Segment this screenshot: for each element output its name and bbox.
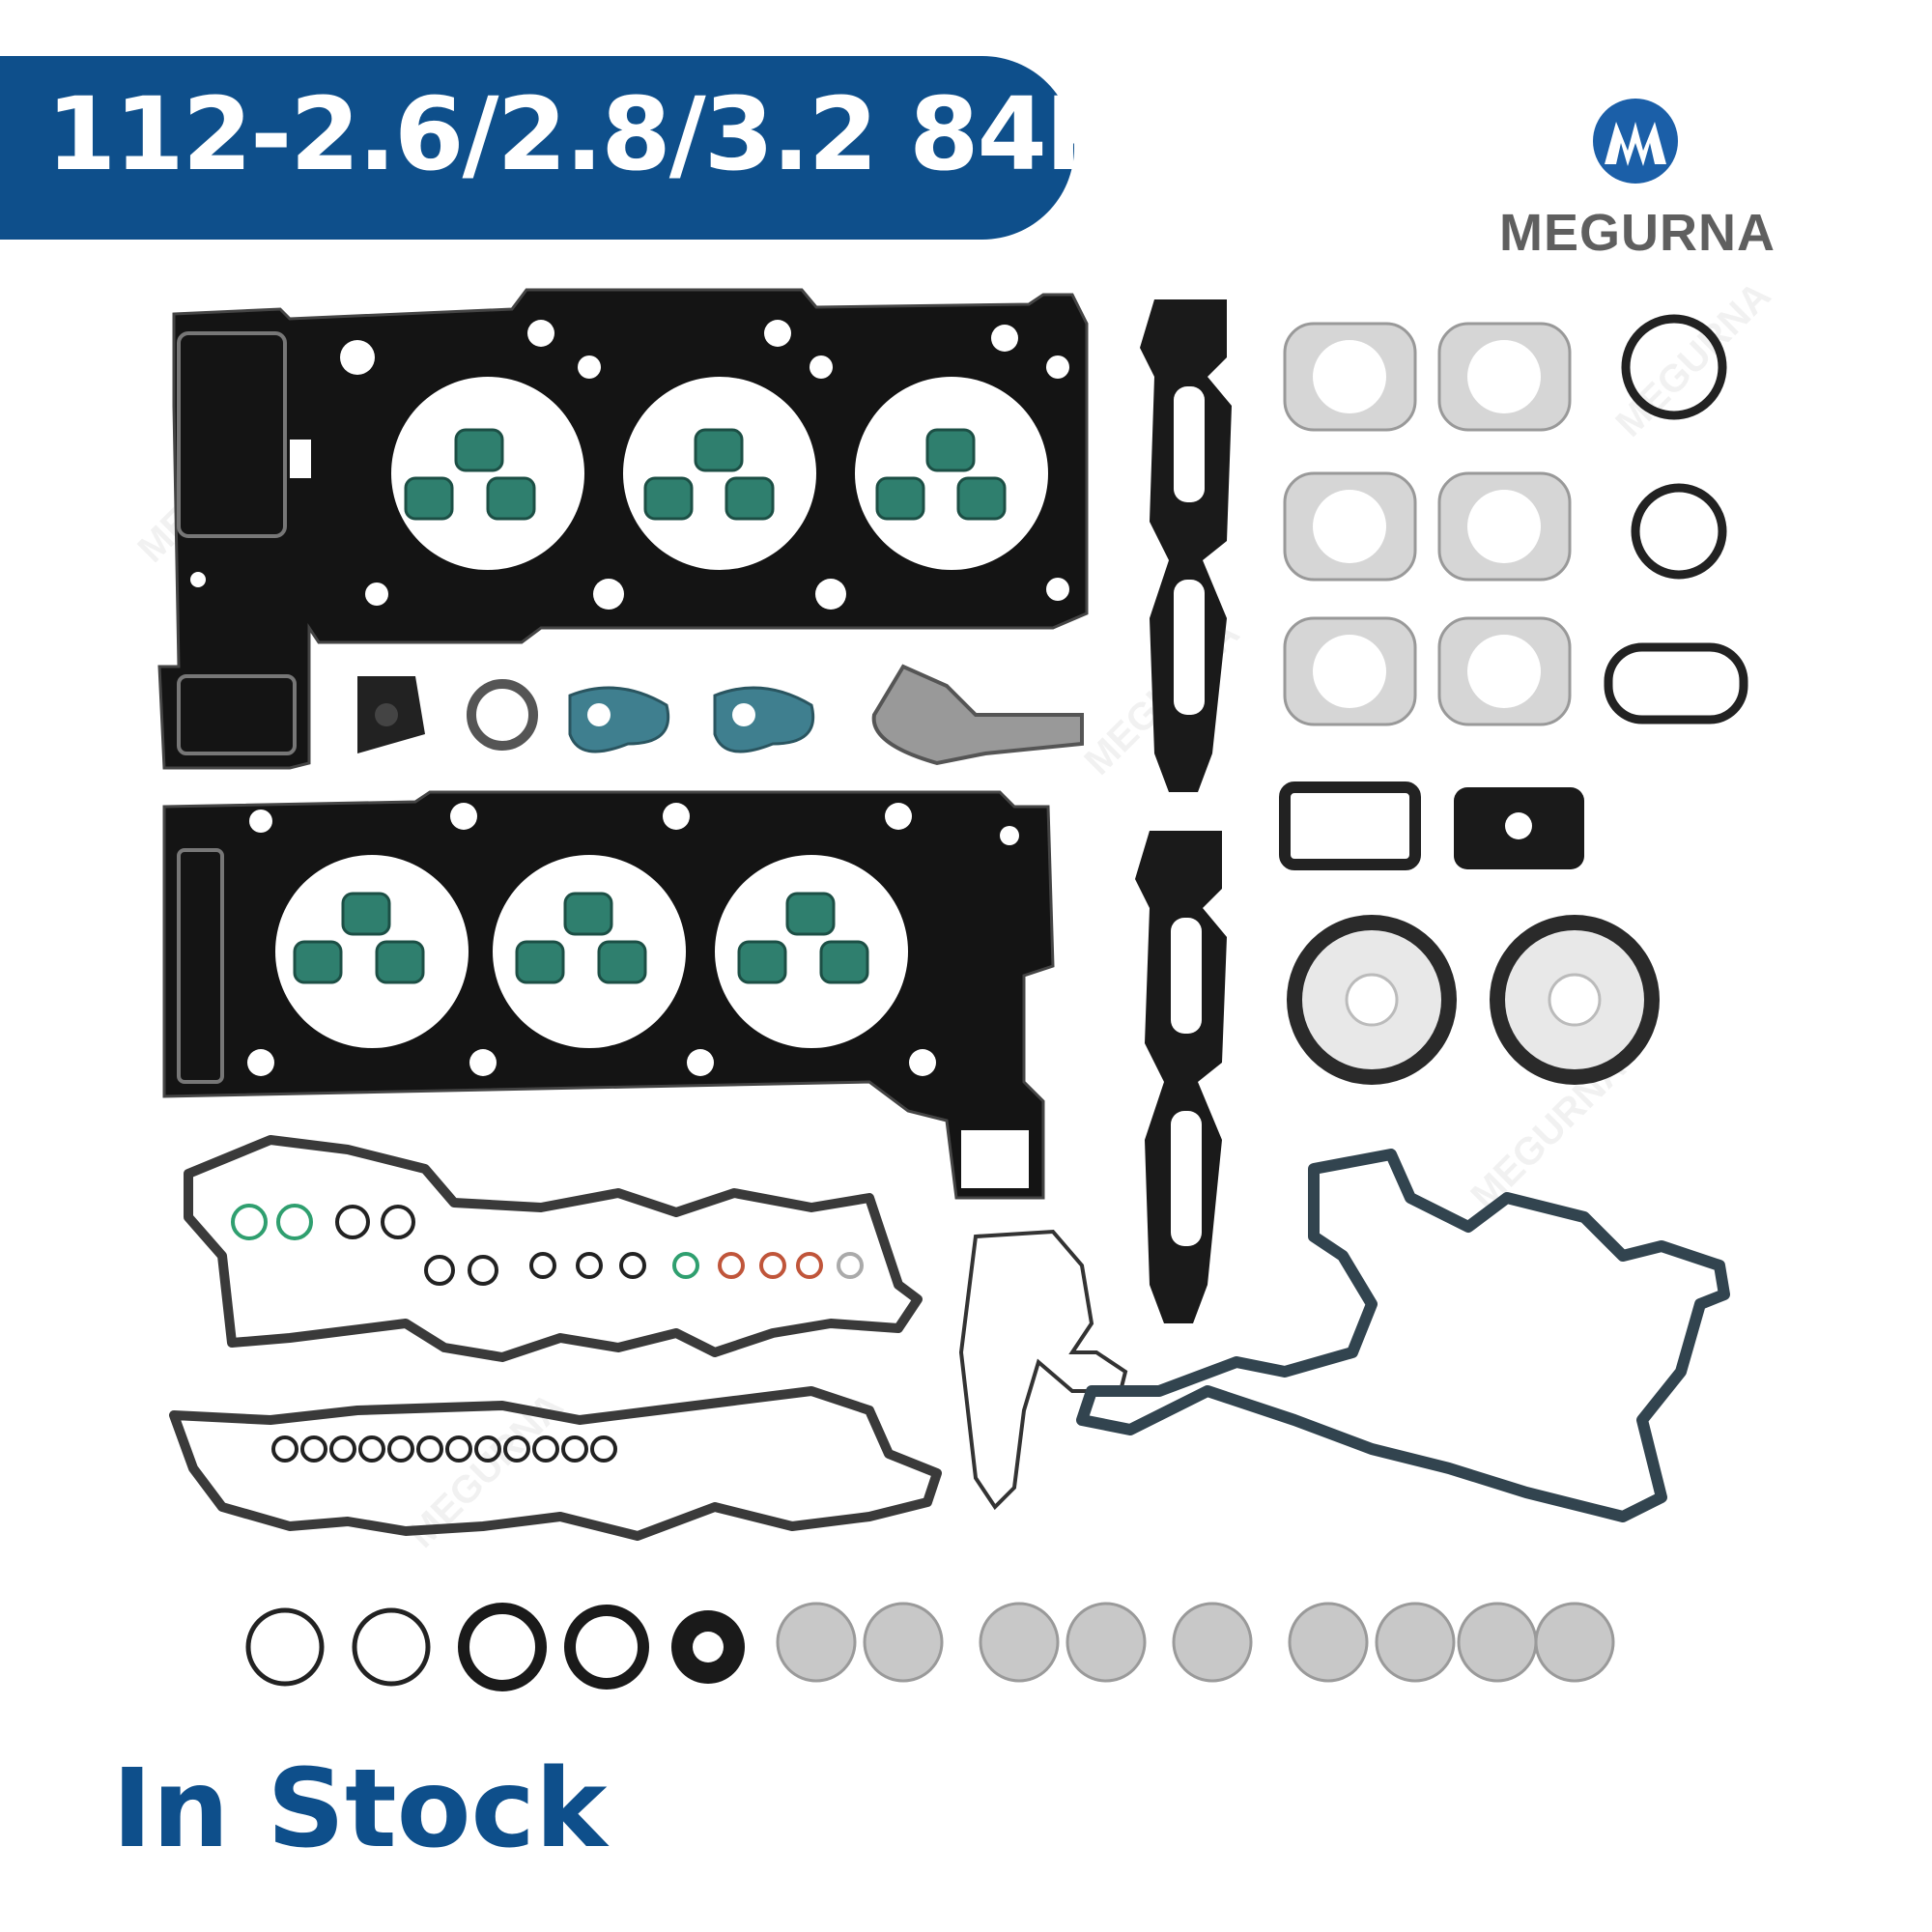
head-gasket-upper [157,288,1089,770]
head-gasket-lower-holes [247,803,1019,1076]
small-seals-row [357,664,1084,766]
timing-cover-gasket [1076,1149,1730,1522]
intake-manifold-gaskets [1135,299,1232,1323]
brand-name: MEGURNA [1499,204,1776,262]
valve-cover-gaskets [169,1135,942,1541]
stock-status: In Stock [112,1747,608,1872]
head-gasket-lower [162,790,1055,1200]
cover-gaskets [1279,781,1584,870]
spark-plug-tube-seals [231,1204,864,1286]
megurna-logo-icon [1593,99,1678,184]
water-pump-seal [958,1229,1128,1511]
bottom-seal-rings [245,1603,745,1691]
valve-stem-seals [293,428,1007,984]
freeze-plugs [776,1602,1615,1683]
exhaust-gasket-ports [1313,340,1541,708]
product-title: 112-2.6/2.8/3.2 84P [46,75,1119,193]
o-ring-row [271,1435,617,1463]
crankshaft-seals [1287,915,1660,1085]
head-gasket-upper-holes [190,320,1069,610]
oil-cooler-seals [1604,314,1748,724]
title-banner [0,56,1074,240]
